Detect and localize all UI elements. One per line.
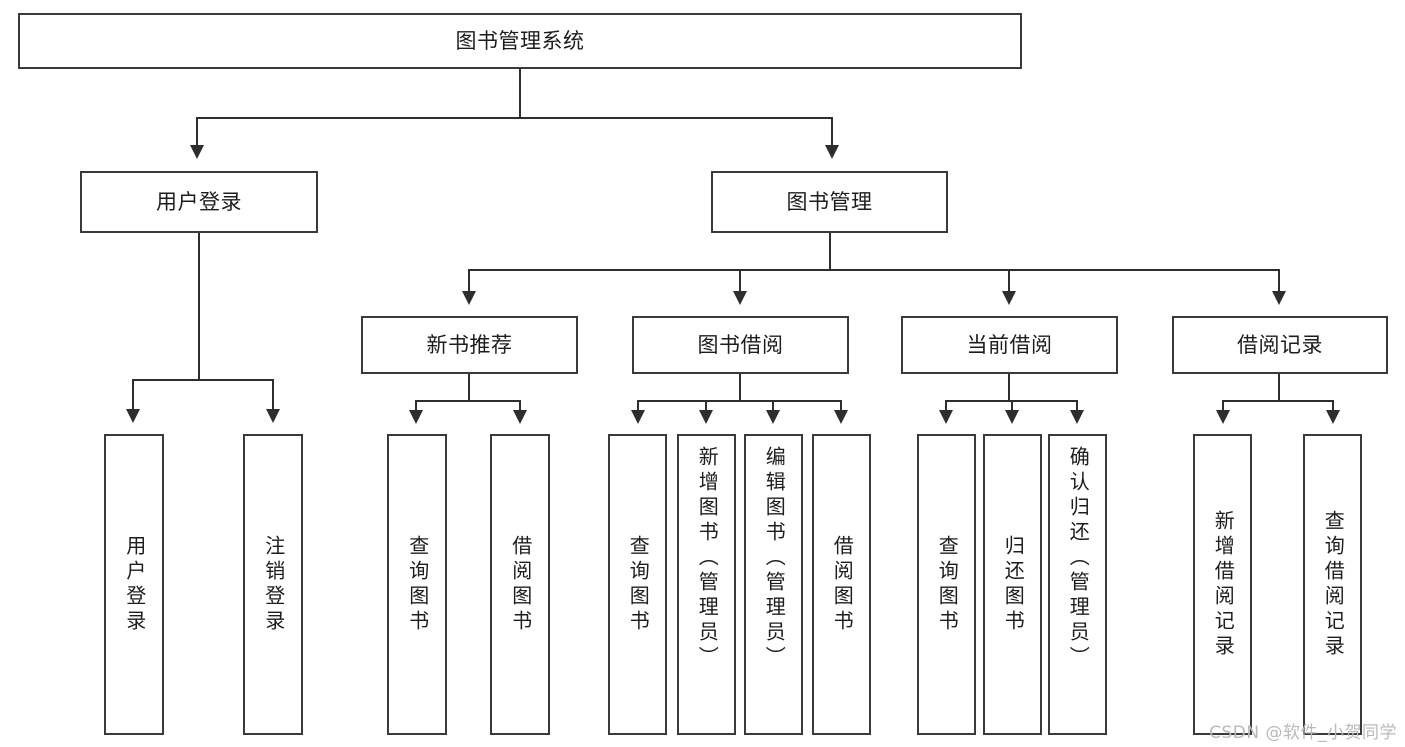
- node-label: 图书管理系统: [455, 28, 585, 53]
- edge-current-borrow-leaf-3: [1076, 400, 1078, 412]
- node-borrow-record[interactable]: 借阅记录: [1172, 316, 1388, 374]
- edge-book-manage-to-current-borrow: [1008, 269, 1010, 291]
- edge-current-borrow-stem: [1008, 374, 1010, 402]
- node-label: 查询图书: [626, 534, 651, 635]
- leaf-logout-login[interactable]: 注销登录: [243, 434, 303, 735]
- edge-current-borrow-leaf-2: [1011, 400, 1013, 412]
- node-root-system[interactable]: 图书管理系统: [18, 13, 1022, 69]
- arrow-to-book-manage: [825, 145, 839, 159]
- edge-borrow-record-leaf-2: [1332, 400, 1334, 412]
- edge-book-manage-to-new-book: [468, 269, 470, 291]
- leaf-borrow-book[interactable]: 借阅图书: [812, 434, 871, 735]
- edge-new-book-stem: [468, 374, 470, 402]
- edge-borrow-record-stem: [1278, 374, 1280, 402]
- leaf-add-borrow-record[interactable]: 新增借阅记录: [1193, 434, 1252, 735]
- edge-new-book-leaf-2: [519, 400, 521, 412]
- node-label: 编辑图书（管理员）: [762, 446, 787, 671]
- arrow-book-borrow-leaf-1: [631, 410, 645, 424]
- arrow-book-borrow-leaf-3: [766, 410, 780, 424]
- edge-borrow-record-leaf-1: [1222, 400, 1224, 412]
- edge-root-stem: [519, 69, 521, 117]
- arrow-to-current-borrow: [1002, 291, 1016, 305]
- node-book-management[interactable]: 图书管理: [711, 171, 948, 233]
- edge-book-manage-to-book-borrow: [739, 269, 741, 291]
- node-label: 新增借阅记录: [1211, 509, 1236, 660]
- arrow-to-book-borrow: [733, 291, 747, 305]
- edge-root-to-book-manage: [831, 117, 833, 145]
- node-label: 图书管理: [786, 189, 873, 214]
- node-user-login[interactable]: 用户登录: [80, 171, 318, 233]
- edge-book-borrow-leaf-3: [772, 400, 774, 412]
- arrow-current-borrow-leaf-3: [1070, 410, 1084, 424]
- edge-user-login-stem: [198, 233, 200, 381]
- node-label: 确认归还（管理员）: [1066, 446, 1091, 671]
- leaf-user-login[interactable]: 用户登录: [104, 434, 164, 735]
- arrow-current-borrow-leaf-1: [939, 410, 953, 424]
- leaf-query-book-new[interactable]: 查询图书: [387, 434, 447, 735]
- edge-user-login-leaf-2: [272, 379, 274, 409]
- edge-user-login-leaf-1: [132, 379, 134, 409]
- node-new-book-recommend[interactable]: 新书推荐: [361, 316, 578, 374]
- arrow-user-login-leaf-2: [266, 409, 280, 423]
- edge-new-book-leaf-1: [415, 400, 417, 412]
- edge-book-manage-stem: [829, 233, 831, 271]
- node-label: 用户登录: [156, 189, 242, 214]
- leaf-borrow-book-new[interactable]: 借阅图书: [490, 434, 550, 735]
- arrow-new-book-leaf-1: [409, 410, 423, 424]
- leaf-query-book-current[interactable]: 查询图书: [917, 434, 976, 735]
- arrow-user-login-leaf-1: [126, 409, 140, 423]
- node-label: 注销登录: [261, 534, 286, 635]
- node-label: 借阅图书: [830, 534, 855, 635]
- edge-book-borrow-leaf-2: [705, 400, 707, 412]
- edge-book-manage-bus: [468, 269, 1280, 271]
- arrow-to-user-login: [190, 145, 204, 159]
- arrow-to-new-book: [462, 291, 476, 305]
- arrow-new-book-leaf-2: [513, 410, 527, 424]
- node-current-borrow[interactable]: 当前借阅: [901, 316, 1118, 374]
- node-label: 用户登录: [122, 534, 147, 635]
- edge-book-borrow-leaf-1: [637, 400, 639, 412]
- leaf-query-borrow-record[interactable]: 查询借阅记录: [1303, 434, 1362, 735]
- edge-borrow-record-bus: [1222, 400, 1334, 402]
- node-label: 查询图书: [405, 534, 430, 635]
- arrow-borrow-record-leaf-1: [1216, 410, 1230, 424]
- node-label: 借阅记录: [1237, 332, 1323, 357]
- node-label: 归还图书: [1001, 534, 1026, 635]
- arrow-borrow-record-leaf-2: [1326, 410, 1340, 424]
- leaf-add-book-admin[interactable]: 新增图书（管理员）: [677, 434, 736, 735]
- edge-user-login-bus: [132, 379, 274, 381]
- node-label: 查询借阅记录: [1321, 509, 1346, 660]
- leaf-confirm-return-admin[interactable]: 确认归还（管理员）: [1048, 434, 1107, 735]
- edge-book-borrow-bus: [637, 400, 842, 402]
- node-label: 当前借阅: [966, 332, 1053, 357]
- leaf-return-book[interactable]: 归还图书: [983, 434, 1042, 735]
- node-label: 图书借阅: [697, 332, 784, 357]
- node-book-borrow[interactable]: 图书借阅: [632, 316, 849, 374]
- node-label: 新增图书（管理员）: [695, 446, 720, 671]
- arrow-current-borrow-leaf-2: [1005, 410, 1019, 424]
- arrow-book-borrow-leaf-2: [699, 410, 713, 424]
- edge-root-to-user-login: [196, 117, 198, 145]
- edge-book-borrow-stem: [739, 374, 741, 402]
- node-label: 新书推荐: [426, 332, 513, 357]
- node-label: 查询图书: [935, 534, 960, 635]
- leaf-edit-book-admin[interactable]: 编辑图书（管理员）: [744, 434, 803, 735]
- arrow-book-borrow-leaf-4: [834, 410, 848, 424]
- node-label: 借阅图书: [508, 534, 533, 635]
- edge-book-borrow-leaf-4: [840, 400, 842, 412]
- edge-new-book-bus: [415, 400, 521, 402]
- edge-root-bus: [196, 117, 833, 119]
- edge-book-manage-to-borrow-record: [1278, 269, 1280, 291]
- arrow-to-borrow-record: [1272, 291, 1286, 305]
- edge-current-borrow-leaf-1: [945, 400, 947, 412]
- leaf-query-book-borrow[interactable]: 查询图书: [608, 434, 667, 735]
